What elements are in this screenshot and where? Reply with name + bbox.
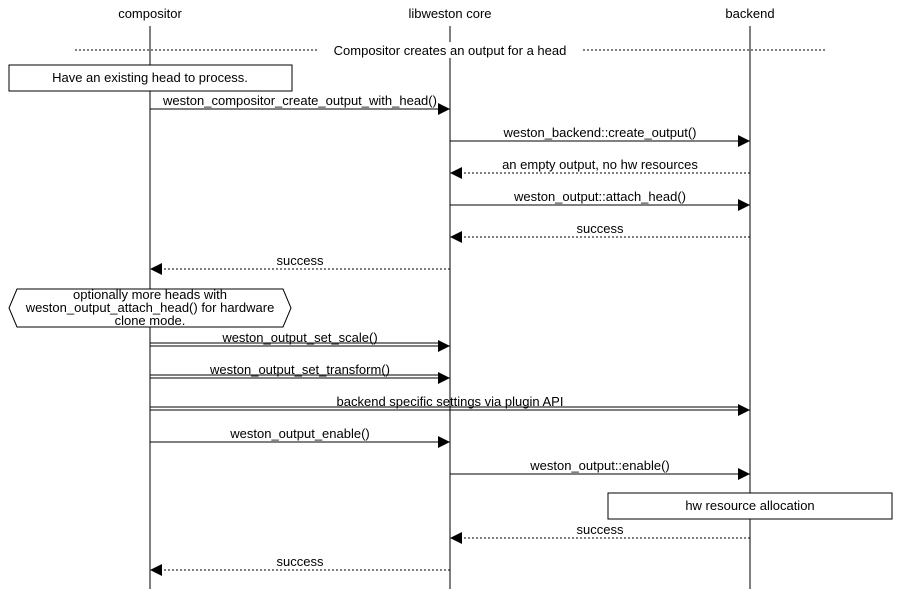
message-label: weston_output::enable() [529,458,669,473]
message-label: success [577,522,624,537]
message-label: success [277,253,324,268]
note-more-heads-line-3: clone mode. [115,313,186,328]
message: success [150,253,450,275]
note-existing-head: Have an existing head to process. [52,70,248,85]
message: weston_backend::create_output() [450,125,750,147]
message: weston_output_set_scale() [150,330,450,352]
message: weston_output_set_transform() [150,362,450,384]
note-existing-head-box [8,64,293,92]
message-label: success [577,221,624,236]
message: weston_compositor_create_output_with_hea… [150,93,450,115]
divider-label-bg [318,42,583,58]
message-label: success [277,554,324,569]
message-label: weston_compositor_create_output_with_hea… [162,93,437,108]
message: success [450,221,750,243]
note-hw-alloc-box [607,492,893,520]
note-more-heads-line-1: optionally more heads with [73,287,227,302]
note-hw-alloc: hw resource allocation [685,498,814,513]
message-label: weston_output_set_scale() [221,330,377,345]
divider-label: Compositor creates an output for a head [334,43,567,58]
note-more-heads-box [8,288,292,328]
participant-core-label: libweston core [408,6,491,21]
message: weston_output::attach_head() [450,189,750,211]
message: weston_output_enable() [150,426,450,448]
message: backend specific settings via plugin API [150,394,750,416]
participant-backend-label: backend [725,6,774,21]
message-arrows: weston_compositor_create_output_with_hea… [150,93,750,576]
message-label: weston_output_set_transform() [209,362,390,377]
message: weston_output::enable() [450,458,750,480]
message-label: weston_backend::create_output() [503,125,697,140]
message: an empty output, no hw resources [450,157,750,179]
message: success [450,522,750,544]
message-label: backend specific settings via plugin API [337,394,564,409]
message-label: weston_output::attach_head() [513,189,686,204]
message-label: weston_output_enable() [229,426,370,441]
message-label: an empty output, no hw resources [502,157,698,172]
participant-compositor-label: compositor [118,6,182,21]
note-more-heads-line-2: weston_output_attach_head() for hardware [25,300,275,315]
message: success [150,554,450,576]
